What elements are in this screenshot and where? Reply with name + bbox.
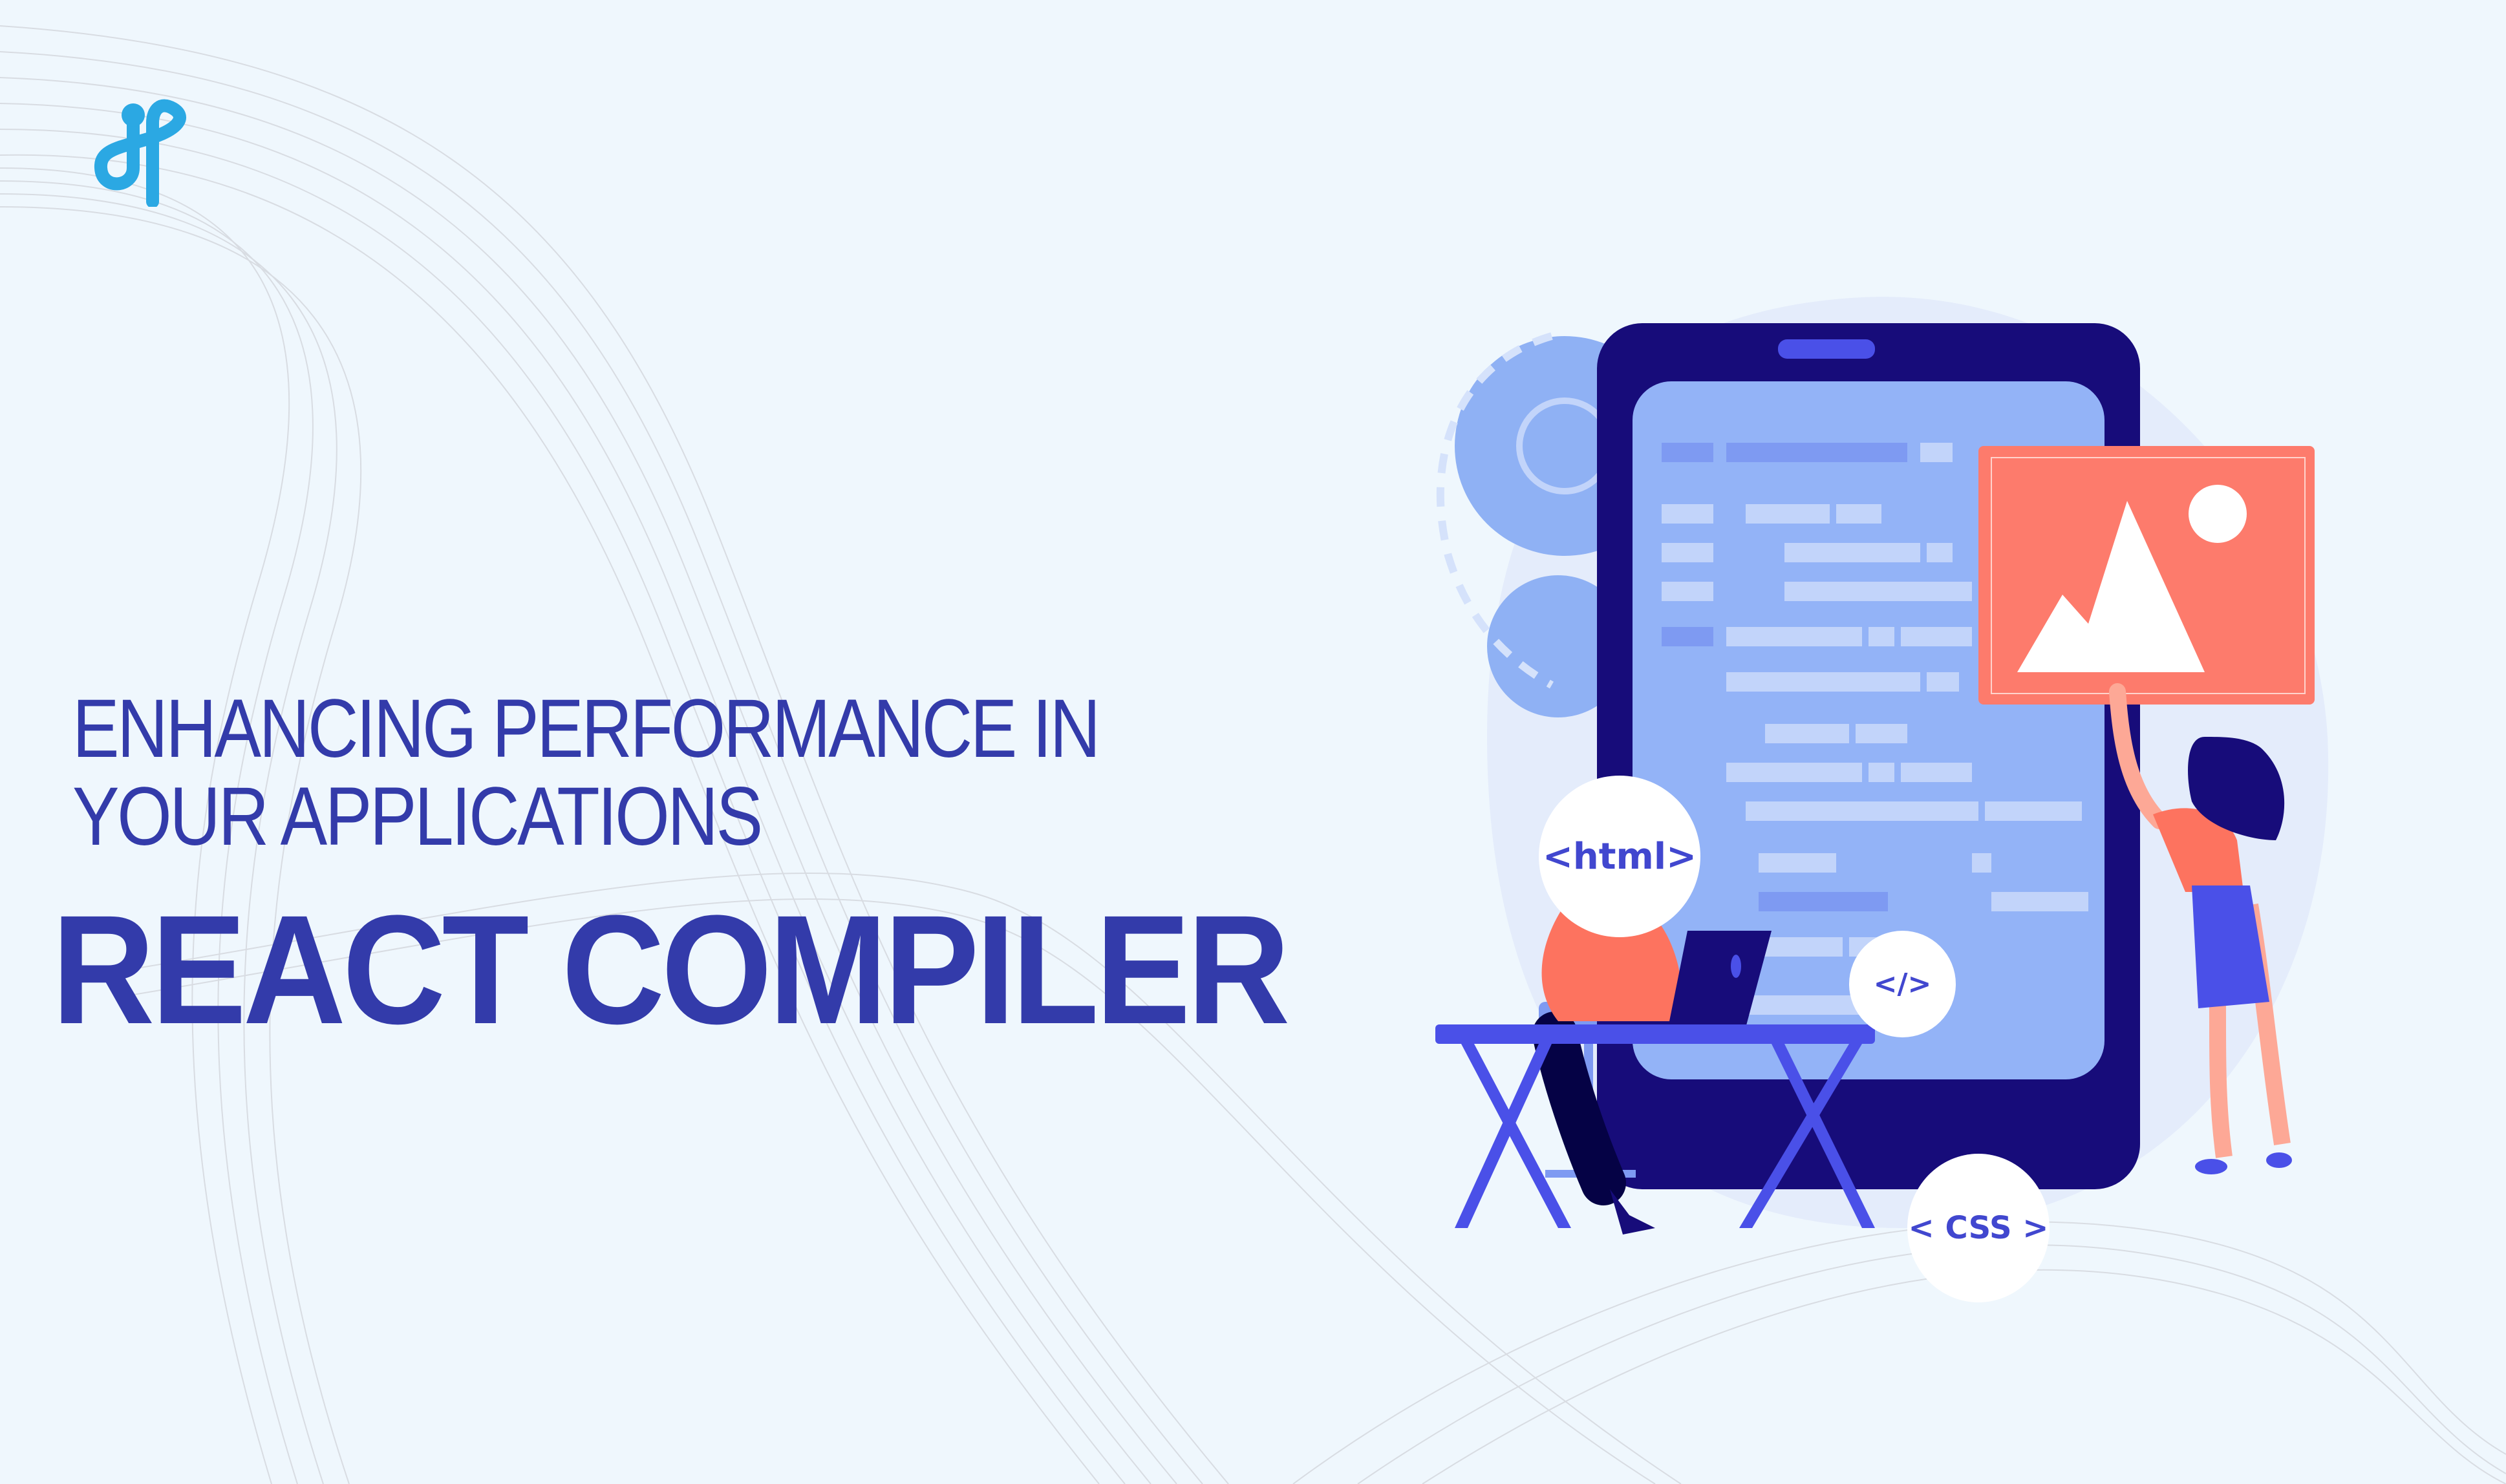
developer-illustration: <html> </> < CSS > [1409, 284, 2366, 1302]
desk [1435, 1024, 1875, 1228]
subtitle-line-1: ENHANCING PERFORMANCE IN [72, 683, 1100, 775]
html-tag-bubble: <html> [1539, 776, 1700, 937]
subtitle: ENHANCING PERFORMANCE IN YOUR APPLICATIO… [72, 683, 1100, 863]
woman-figure [2109, 683, 2292, 1174]
hp-logo-icon [94, 99, 186, 207]
page-title: REACT COMPILER [52, 883, 1290, 1056]
subtitle-line-2: YOUR APPLICATIONS [72, 770, 763, 863]
closing-tag-bubble: </> [1849, 931, 1956, 1037]
image-icon [1978, 446, 2315, 705]
css-tag-bubble: < CSS > [1907, 1154, 2050, 1302]
